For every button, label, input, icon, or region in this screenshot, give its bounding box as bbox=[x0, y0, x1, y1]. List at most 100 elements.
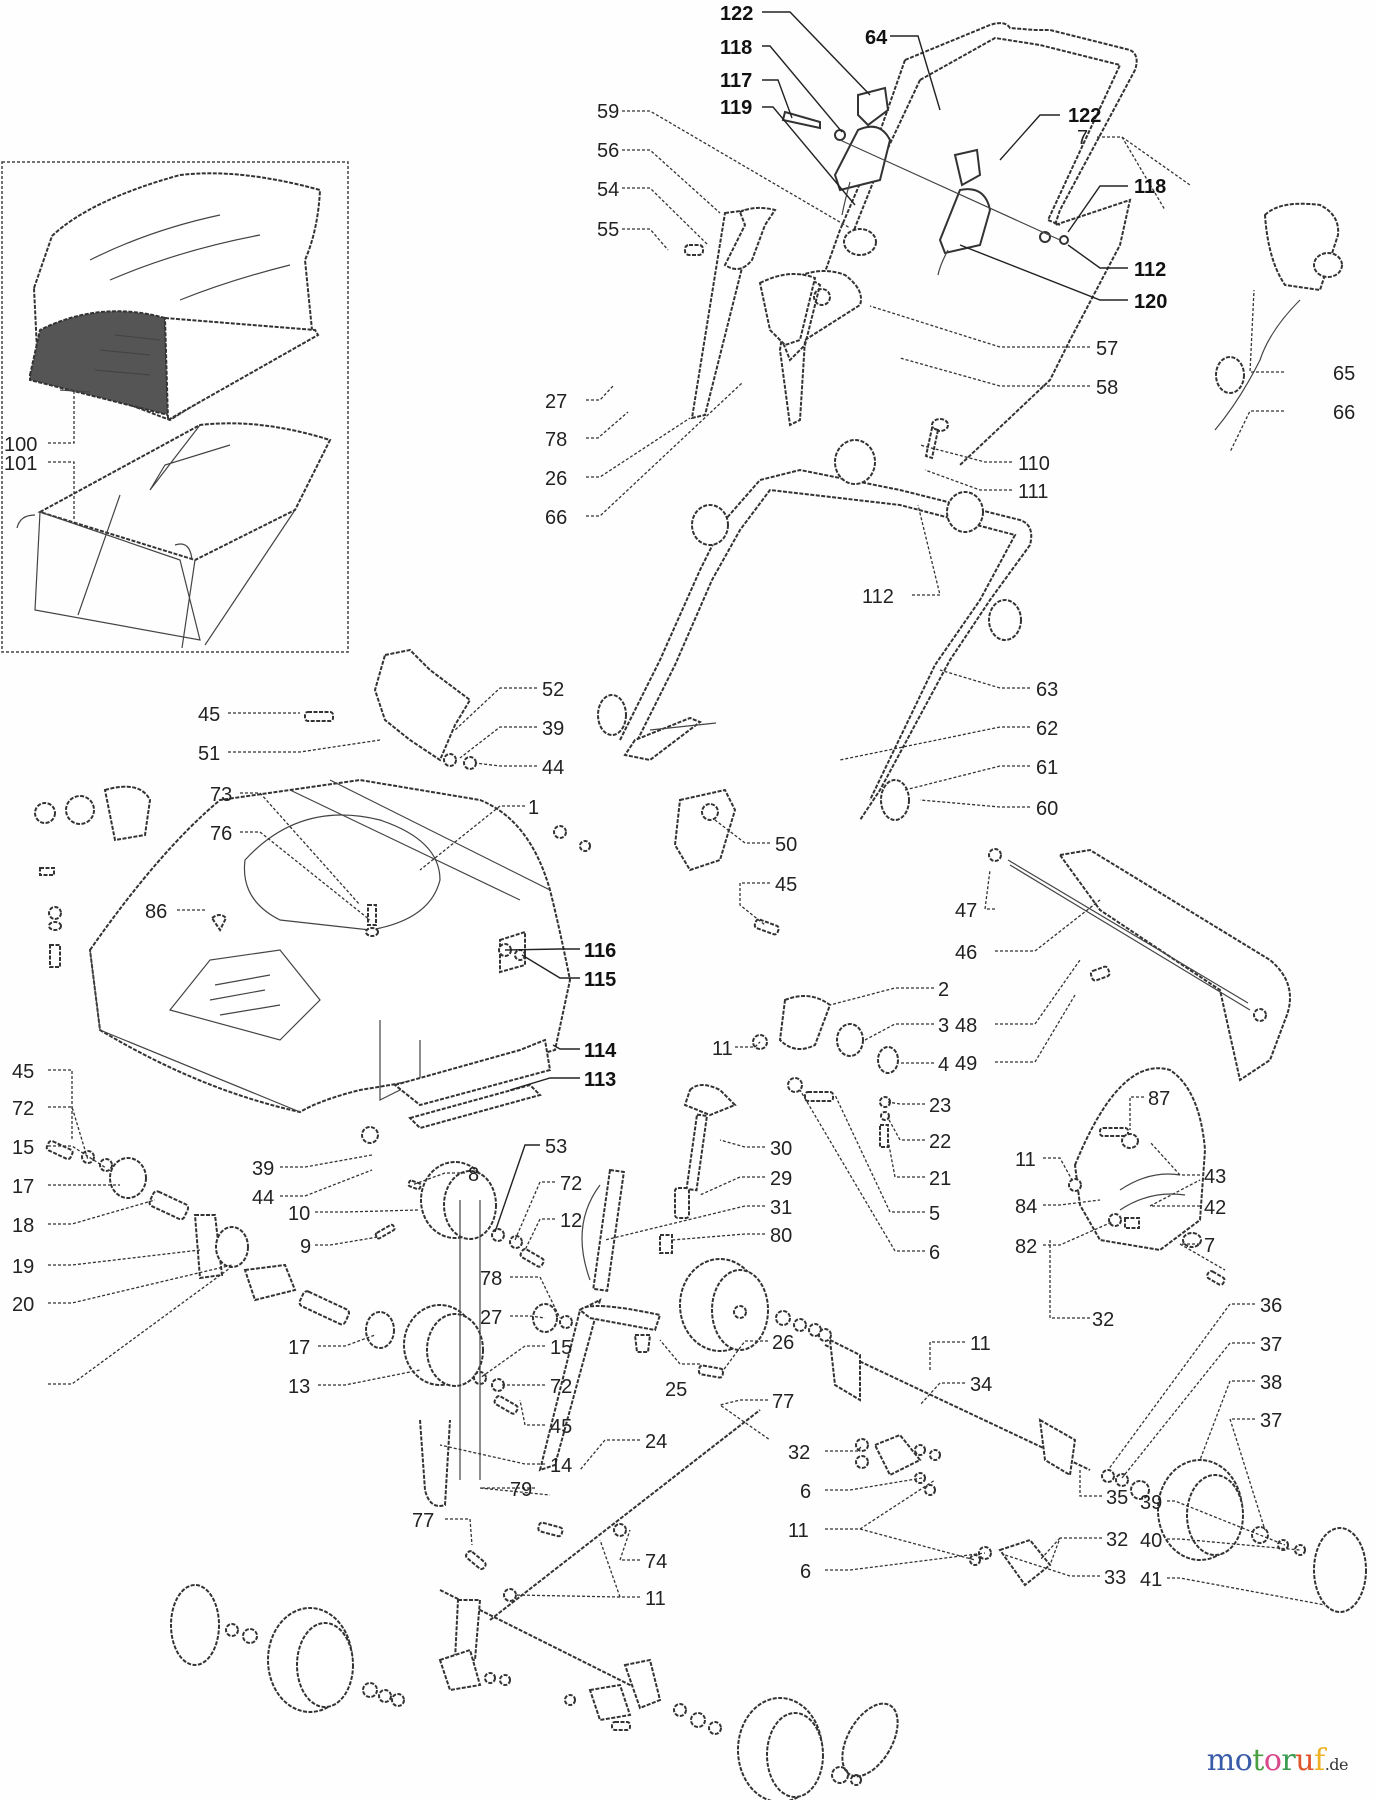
deck-fasteners bbox=[34, 785, 591, 968]
callout-64: 64 bbox=[865, 27, 888, 49]
callout-6: 6 bbox=[929, 1242, 940, 1264]
callout-44: 44 bbox=[252, 1187, 274, 1209]
callout-12: 12 bbox=[560, 1210, 582, 1232]
callout-120: 120 bbox=[1134, 291, 1167, 313]
callout-66: 66 bbox=[545, 507, 567, 529]
pin bbox=[924, 418, 949, 460]
watermark-text: motoruf bbox=[1207, 1743, 1325, 1778]
pulley-10 bbox=[374, 1161, 545, 1268]
callout-35: 35 bbox=[1106, 1487, 1128, 1509]
callout-13: 13 bbox=[288, 1376, 310, 1398]
switch-axis bbox=[839, 139, 1061, 241]
callout-11: 11 bbox=[1015, 1149, 1036, 1171]
side-cover bbox=[1068, 1067, 1226, 1286]
callout-27: 27 bbox=[480, 1307, 502, 1329]
callout-52: 52 bbox=[542, 679, 564, 701]
callout-24: 24 bbox=[645, 1431, 667, 1453]
callout-45: 45 bbox=[12, 1061, 34, 1083]
callout-110: 110 bbox=[1018, 453, 1050, 475]
callout-3: 3 bbox=[938, 1015, 949, 1037]
callout-55: 55 bbox=[597, 219, 619, 241]
callout-79: 79 bbox=[510, 1479, 532, 1501]
callout-51: 51 bbox=[198, 743, 220, 765]
callout-54: 54 bbox=[597, 179, 619, 201]
roller-shaft bbox=[45, 1139, 395, 1349]
callout-18: 18 bbox=[12, 1215, 34, 1237]
callout-1: 1 bbox=[528, 797, 539, 819]
callout-74: 74 bbox=[645, 1551, 667, 1573]
switch-assembly-left bbox=[781, 86, 892, 216]
rear-axle-34 bbox=[824, 1338, 1091, 1587]
callout-19: 19 bbox=[12, 1256, 34, 1278]
callout-49: 49 bbox=[955, 1053, 977, 1075]
watermark-letter: o bbox=[1263, 1743, 1282, 1778]
callout-39: 39 bbox=[542, 718, 564, 740]
grass-bag bbox=[29, 172, 322, 422]
rear-wheel-left-upper bbox=[679, 1258, 832, 1352]
cable-clip bbox=[1214, 202, 1343, 431]
callout-11: 11 bbox=[970, 1333, 991, 1355]
callout-56: 56 bbox=[597, 140, 619, 162]
callout-45: 45 bbox=[198, 704, 220, 726]
callout-78: 78 bbox=[545, 429, 567, 451]
callout-10: 10 bbox=[288, 1203, 310, 1225]
callout-36: 36 bbox=[1260, 1295, 1282, 1317]
callout-30: 30 bbox=[770, 1138, 792, 1160]
callout-20: 20 bbox=[12, 1294, 34, 1316]
watermark-logo: motoruf.de bbox=[1207, 1743, 1349, 1778]
callout-6: 6 bbox=[800, 1481, 811, 1503]
washer-78 bbox=[559, 1315, 573, 1329]
callout-37: 37 bbox=[1260, 1410, 1282, 1432]
callout-25: 25 bbox=[665, 1379, 687, 1401]
callout-80: 80 bbox=[770, 1225, 792, 1247]
callout-22: 22 bbox=[929, 1131, 951, 1153]
callout-53: 53 bbox=[545, 1136, 567, 1158]
mower-deck bbox=[88, 778, 572, 1144]
watermark-letter: o bbox=[1234, 1743, 1253, 1778]
callout-29: 29 bbox=[770, 1168, 792, 1190]
callout-26: 26 bbox=[545, 468, 567, 490]
callout-114: 114 bbox=[584, 1040, 617, 1062]
callout-32: 32 bbox=[1092, 1309, 1114, 1331]
callout-73: 73 bbox=[210, 784, 232, 806]
callout-17: 17 bbox=[288, 1337, 310, 1359]
callout-43: 43 bbox=[1204, 1166, 1226, 1188]
bearing-housing bbox=[752, 995, 899, 1148]
callout-113: 113 bbox=[584, 1069, 616, 1091]
callout-6: 6 bbox=[800, 1561, 811, 1583]
callout-45: 45 bbox=[775, 874, 797, 896]
callout-15: 15 bbox=[12, 1137, 34, 1159]
callout-117: 117 bbox=[720, 70, 752, 92]
front-axle-74 bbox=[439, 1409, 761, 1710]
callout-32: 32 bbox=[788, 1442, 810, 1464]
callout-122: 122 bbox=[1068, 105, 1101, 127]
callout-112: 112 bbox=[1134, 259, 1166, 281]
callout-11: 11 bbox=[712, 1038, 733, 1060]
callout-87: 87 bbox=[1148, 1088, 1170, 1110]
callout-31: 31 bbox=[770, 1197, 792, 1219]
callout-101: 101 bbox=[4, 453, 37, 475]
callout-7: 7 bbox=[1204, 1235, 1215, 1257]
callout-119: 119 bbox=[720, 97, 752, 119]
callout-82: 82 bbox=[1015, 1236, 1037, 1258]
leader-lines bbox=[48, 11, 1326, 1606]
callout-32: 32 bbox=[1106, 1529, 1128, 1551]
callout-11: 11 bbox=[645, 1588, 666, 1610]
callout-122: 122 bbox=[720, 3, 753, 25]
callout-17: 17 bbox=[12, 1176, 34, 1198]
handle-knob-upper bbox=[1215, 356, 1245, 394]
callout-23: 23 bbox=[929, 1095, 951, 1117]
callout-39: 39 bbox=[252, 1158, 274, 1180]
callout-27: 27 bbox=[545, 391, 567, 413]
callout-60: 60 bbox=[1036, 798, 1058, 820]
cap-25 bbox=[633, 1334, 652, 1353]
callout-9: 9 bbox=[300, 1236, 311, 1258]
callout-118: 118 bbox=[1134, 176, 1166, 198]
axle-brackets-lower bbox=[438, 1648, 632, 1731]
callout-2: 2 bbox=[938, 979, 949, 1001]
callout-47: 47 bbox=[955, 900, 977, 922]
watermark-letter: u bbox=[1295, 1743, 1315, 1778]
callout-62: 62 bbox=[1036, 718, 1058, 740]
rear-wheel-right bbox=[1101, 1459, 1367, 1613]
height-adjuster bbox=[538, 1084, 737, 1472]
